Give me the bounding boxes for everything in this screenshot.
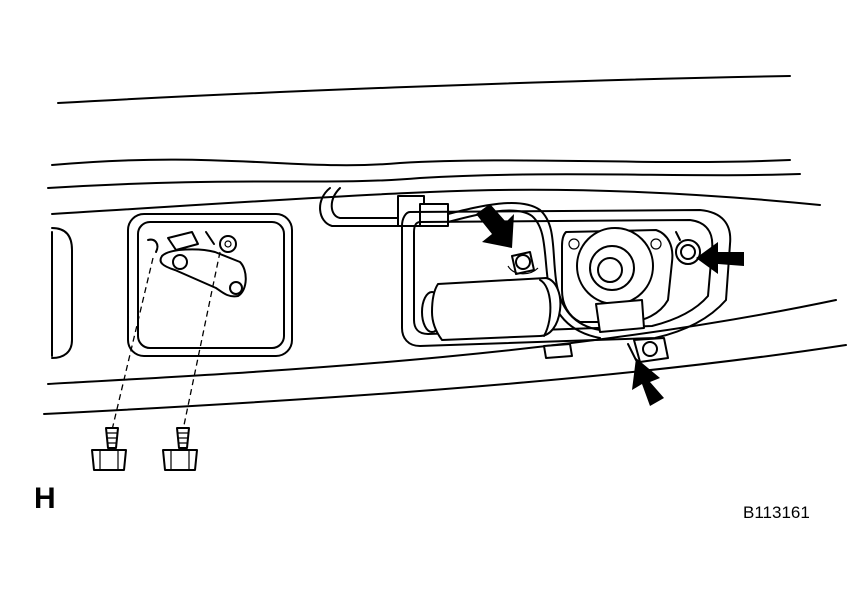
left-access-hole (127, 213, 293, 357)
bolt-leader-lines (111, 251, 221, 431)
pointer-arrow-icon (632, 358, 664, 406)
bolt-icon (627, 337, 669, 363)
pointer-arrow-icon (696, 242, 744, 274)
bolt-icon (162, 427, 198, 471)
bolt-icon (91, 427, 127, 471)
view-letter: H (34, 482, 56, 515)
wiper-motor-icon (421, 227, 674, 359)
bolt-icon (507, 251, 539, 275)
pointer-arrow-icon (476, 204, 514, 248)
bolt-icon (675, 231, 701, 265)
body-panel (43, 75, 847, 415)
figure-code: B113161 (743, 503, 810, 522)
